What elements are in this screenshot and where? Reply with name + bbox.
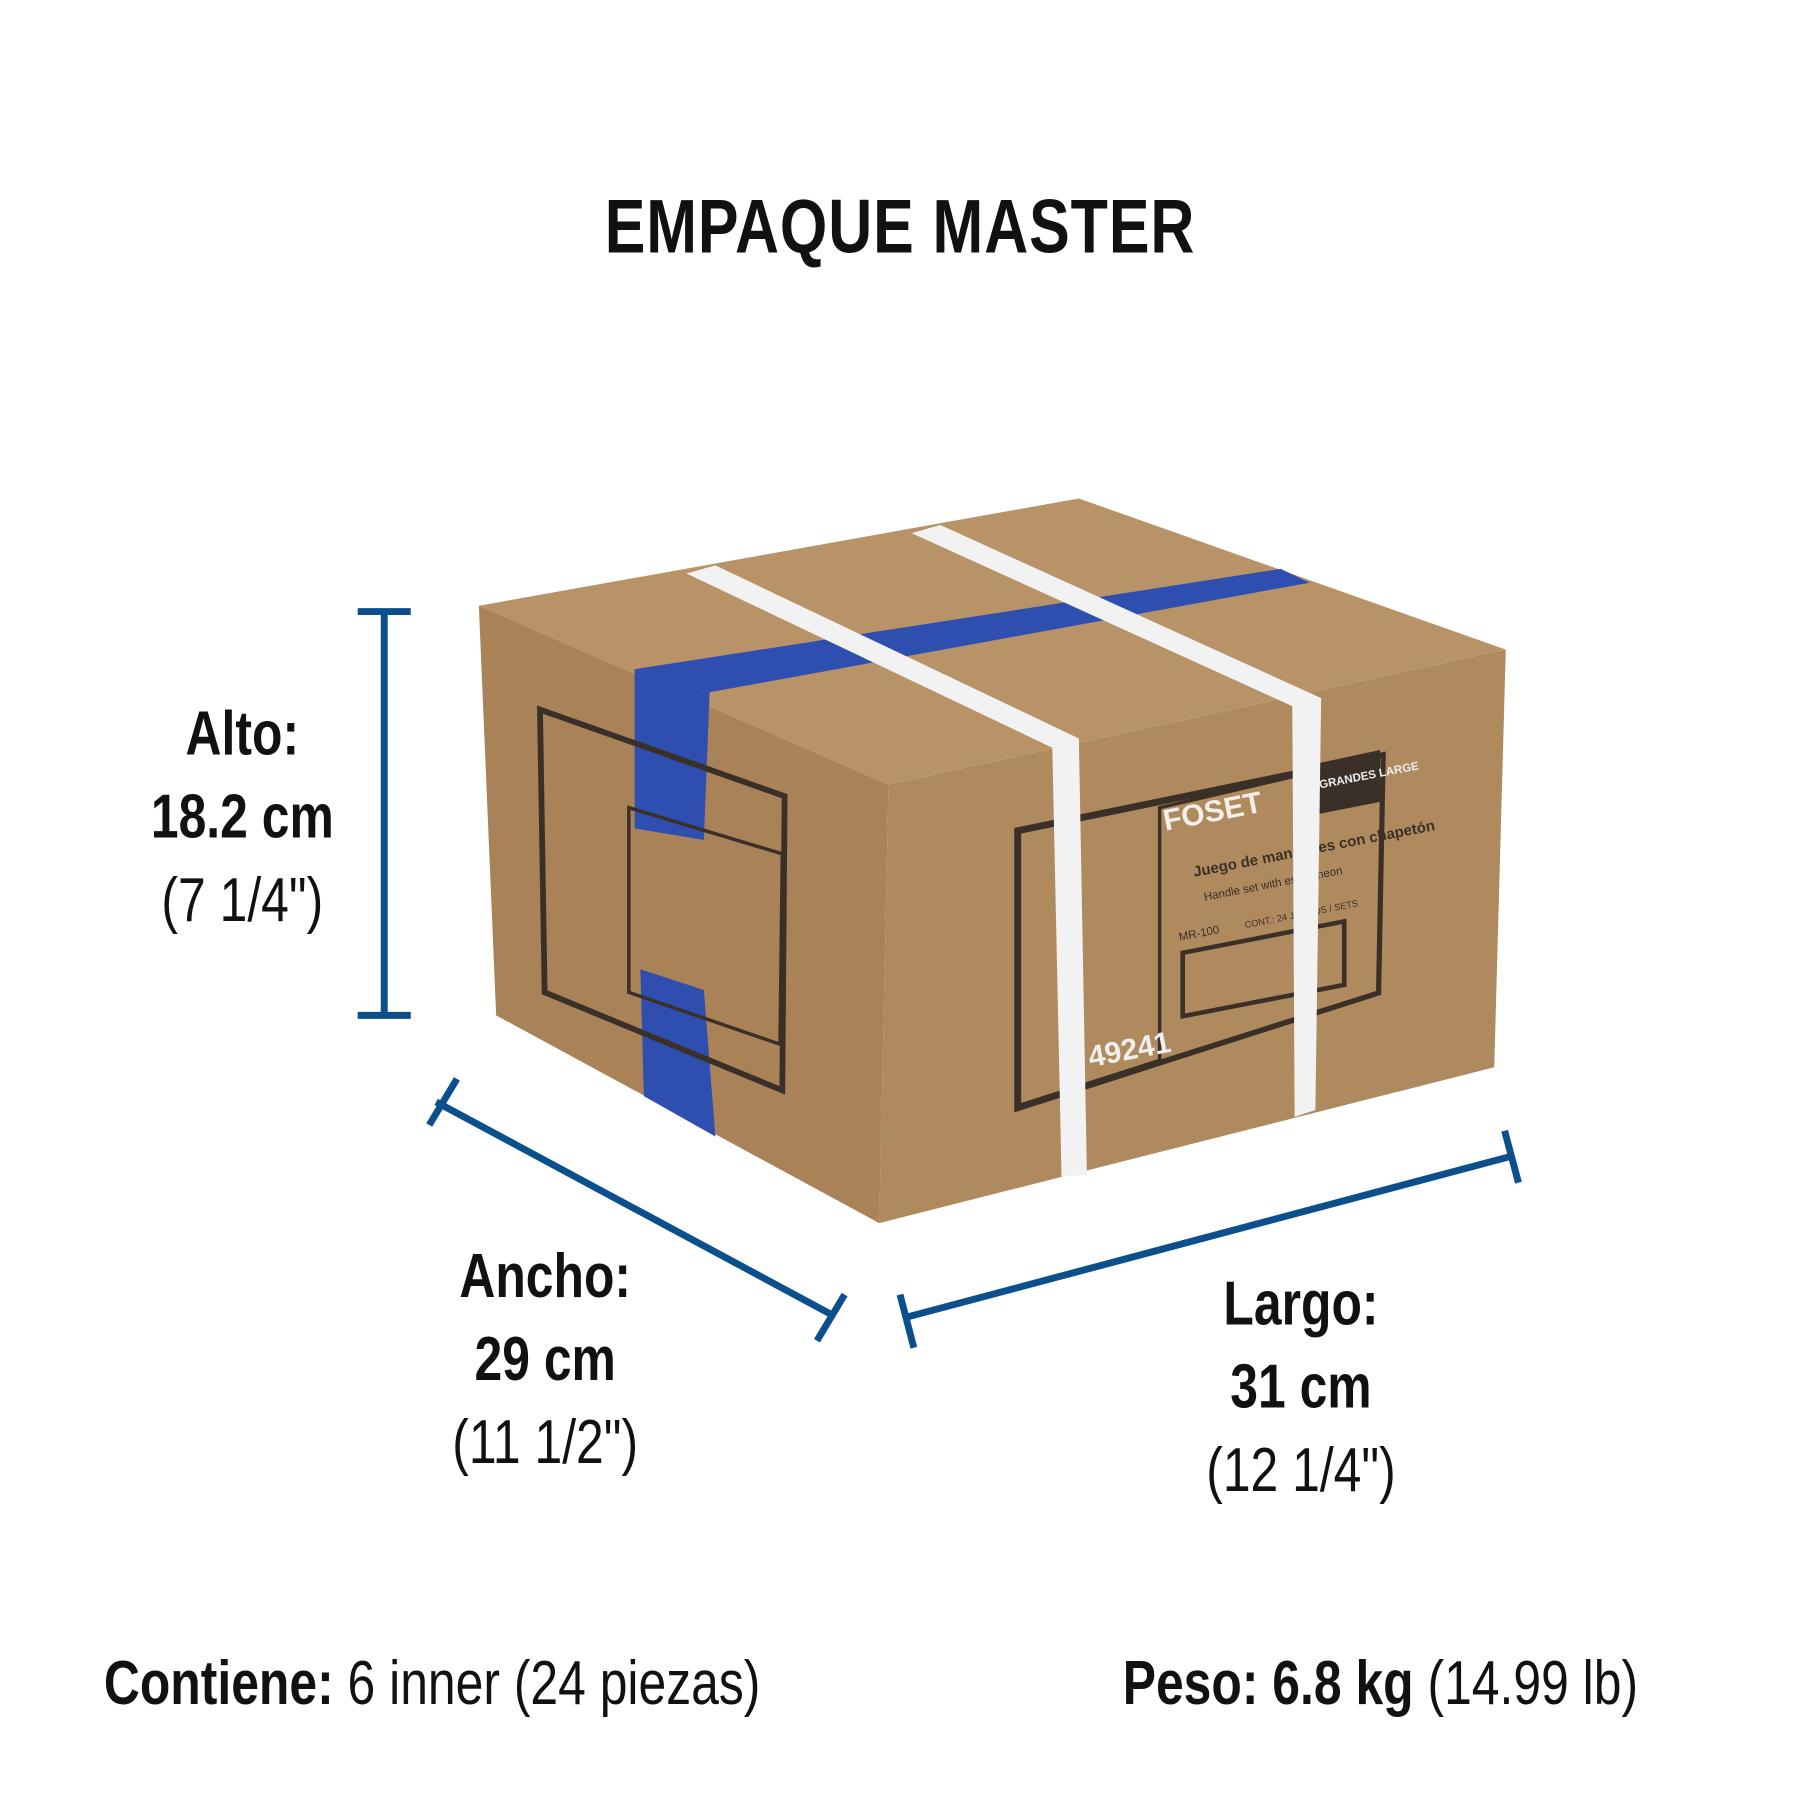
weight-label: Peso: — [1122, 1648, 1259, 1719]
alto-imperial: (7 1/4") — [161, 865, 324, 935]
left-label-inner — [627, 805, 785, 1047]
ancho-title: Ancho: — [459, 1241, 632, 1311]
largo-label: Largo: 31 cm (12 1/4") — [1179, 1262, 1424, 1511]
alto-metric: 18.2 cm — [150, 782, 334, 852]
contents-value: 6 inner (24 piezas) — [347, 1648, 761, 1719]
largo-dimension-line — [896, 1129, 1522, 1349]
box-top-face — [478, 498, 1506, 785]
page-title: EMPAQUE MASTER — [604, 183, 1196, 269]
strap-side — [1292, 698, 1322, 1117]
strap — [911, 525, 1322, 707]
ancho-label: Ancho: 29 cm (11 1/2") — [423, 1235, 668, 1484]
left-label-outline — [537, 705, 788, 1095]
strap-side — [1052, 738, 1087, 1177]
weight-value: 6.8 kg — [1272, 1648, 1414, 1719]
contents-label: Contiene: — [103, 1648, 334, 1719]
largo-imperial: (12 1/4") — [1206, 1435, 1396, 1505]
alto-title: Alto: — [185, 699, 300, 769]
contents-info: Contiene: 6 inner (24 piezas) — [104, 1648, 761, 1720]
alto-label: Alto: 18.2 cm (7 1/4") — [122, 692, 362, 941]
largo-metric: 31 cm — [1230, 1352, 1372, 1422]
alto-dimension-line — [357, 608, 411, 1019]
ancho-metric: 29 cm — [474, 1324, 616, 1394]
largo-title: Largo: — [1223, 1269, 1379, 1339]
size-badge — [1315, 750, 1381, 815]
barcode — [1180, 918, 1347, 1020]
ancho-imperial: (11 1/2") — [452, 1407, 639, 1477]
ancho-dimension-line — [426, 1077, 848, 1343]
tape — [634, 568, 1310, 693]
box-left-face — [478, 605, 889, 1224]
tape-side-bottom — [640, 969, 716, 1137]
weight-imperial: (14.99 lb) — [1427, 1648, 1639, 1719]
strap — [686, 565, 1079, 748]
weight-info: Peso: 6.8 kg (14.99 lb) — [1123, 1648, 1638, 1720]
